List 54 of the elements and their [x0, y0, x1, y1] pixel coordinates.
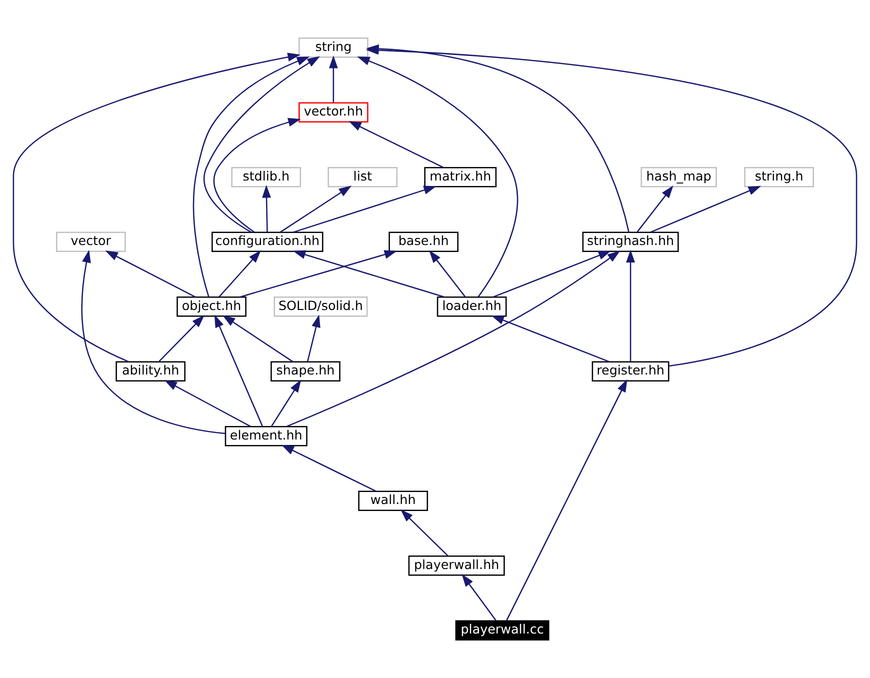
- node-box: register.hh: [592, 361, 670, 382]
- arrow: [222, 315, 294, 362]
- arrow: [280, 186, 352, 233]
- node-box: vector.hh: [298, 102, 368, 123]
- node-box: vector: [56, 232, 126, 252]
- arrow: [626, 250, 635, 362]
- node-box: stdlib.h: [231, 166, 302, 188]
- arrow: [213, 118, 301, 233]
- arrow: [506, 379, 628, 621]
- arrow: [462, 574, 496, 621]
- node-box: matrix.hh: [424, 166, 497, 188]
- arrow: [650, 186, 762, 233]
- node-box: playerwall.cc: [455, 620, 550, 641]
- arrow: [636, 185, 674, 232]
- node-box: shape.hh: [270, 361, 340, 382]
- node-box: element.hh: [224, 426, 308, 446]
- node-box: string: [298, 37, 368, 58]
- arrow: [292, 186, 436, 233]
- arrow: [105, 250, 196, 298]
- arrow: [214, 314, 264, 427]
- arrow: [357, 56, 518, 298]
- arrow: [492, 250, 612, 298]
- arrow: [240, 250, 398, 298]
- arrow: [164, 380, 251, 428]
- arrow: [292, 250, 445, 298]
- node-box: list: [328, 166, 398, 188]
- arrow: [204, 56, 320, 233]
- arrow: [491, 315, 610, 362]
- node-box: object.hh: [176, 296, 246, 317]
- arrow: [366, 46, 858, 367]
- arrow: [286, 250, 620, 428]
- arrow: [81, 250, 226, 434]
- arrow: [429, 250, 466, 298]
- arrow: [192, 56, 310, 298]
- arrow: [307, 314, 320, 362]
- node-box: hash_map: [640, 166, 717, 188]
- arrow: [328, 56, 338, 102]
- arrow: [158, 315, 204, 362]
- node-box: string.h: [744, 166, 814, 188]
- node-box: ability.hh: [116, 361, 186, 382]
- node-box: playerwall.hh: [408, 555, 505, 576]
- node-box: loader.hh: [436, 296, 507, 317]
- node-box: base.hh: [388, 232, 458, 252]
- node-box: stringhash.hh: [582, 232, 679, 252]
- arrow: [12, 52, 300, 362]
- arrow: [348, 121, 444, 168]
- arrow: [218, 250, 261, 298]
- node-box: configuration.hh: [212, 232, 324, 252]
- arrow: [271, 380, 302, 427]
- arrow: [400, 509, 448, 556]
- node-box: wall.hh: [358, 490, 428, 512]
- arrow: [262, 185, 271, 232]
- node-box: SOLID/solid.h: [274, 296, 368, 317]
- arrow: [281, 444, 376, 492]
